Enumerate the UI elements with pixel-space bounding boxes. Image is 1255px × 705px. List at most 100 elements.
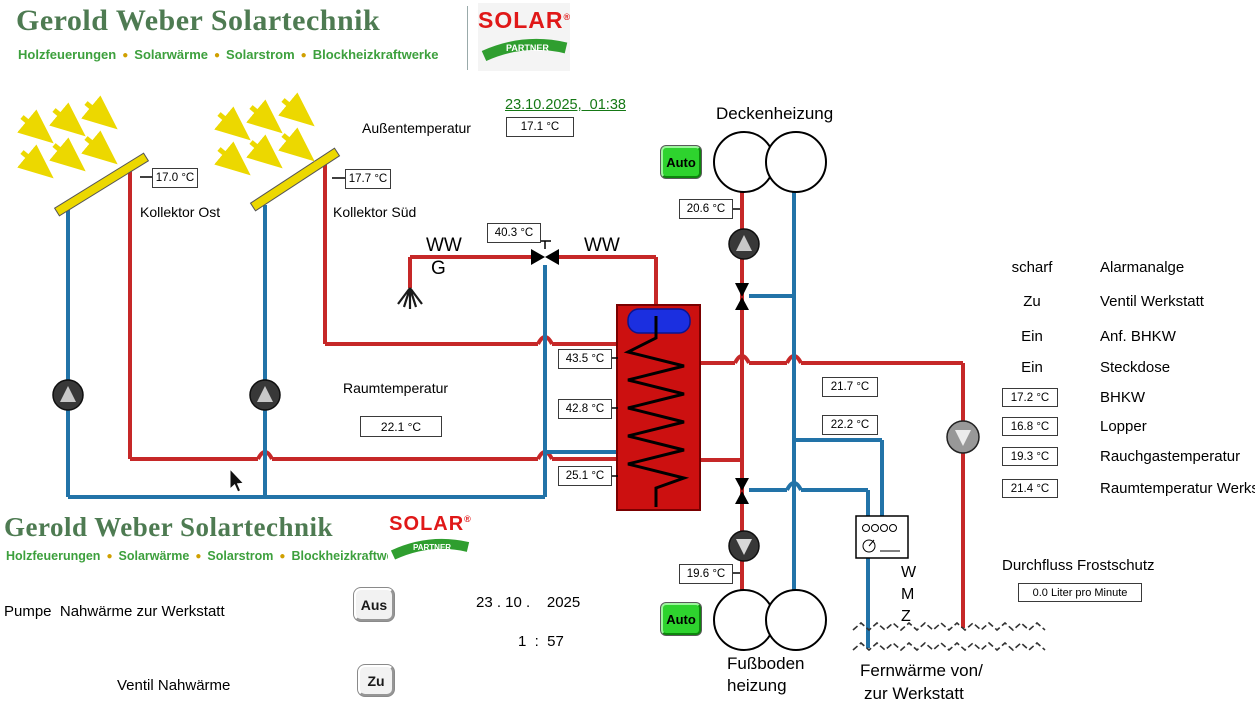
subtitle-item: Solarstrom [207, 549, 274, 563]
frostschutz-label: Durchfluss Frostschutz [1002, 557, 1155, 574]
fernwaerme-label-line2: zur Werkstatt [864, 684, 964, 703]
subtitle-item: Solarstrom [226, 47, 295, 62]
solar-logo-text: SOLAR [389, 513, 465, 535]
tank-temp-top: 43.5 °C [558, 349, 612, 369]
wmz-meter-icon [855, 515, 909, 559]
status-steckdose-label: Steckdose [1100, 359, 1171, 376]
collector-sued-temp: 17.7 °C [345, 169, 391, 189]
deckenheizung-temp: 20.6 °C [679, 199, 733, 219]
header-divider [467, 6, 468, 70]
deckenheizung-auto-button[interactable]: Auto [661, 146, 701, 178]
fussboden-auto-button[interactable]: Auto [661, 603, 701, 635]
ventil-nahwaerme-state-button[interactable]: Zu [358, 665, 394, 696]
bullet-separator: ● [106, 551, 113, 562]
mid-temp-upper: 21.7 °C [822, 377, 878, 397]
bhkw-temp-label: BHKW [1100, 389, 1145, 406]
rauchgas-temp: 19.3 °C [1002, 447, 1058, 466]
bhkw-temp: 17.2 °C [1002, 388, 1058, 407]
mid-temp-lower: 22.2 °C [822, 415, 878, 435]
solar-partner-logo: SOLAR® PARTNER [478, 3, 570, 71]
ww-label-right: WW [584, 235, 620, 256]
pump-deckenheizung-icon [728, 228, 760, 260]
registered-mark: ® [464, 514, 471, 524]
valve-deckenheizung-icon [735, 283, 749, 310]
bullet-separator: ● [122, 50, 129, 61]
subtitle-item: Solarwärme [118, 549, 190, 563]
lopper-temp-label: Lopper [1100, 418, 1147, 435]
pumpe-nahwaerme-state-button[interactable]: Aus [354, 588, 394, 621]
sensor-ticks [140, 176, 740, 574]
brand-title: Gerold Weber Solartechnik [16, 4, 381, 37]
fussboden-label-line2: heizung [727, 676, 787, 695]
valve-ww-icon [531, 249, 559, 265]
subtitle-item: Holzfeuerungen [6, 549, 101, 563]
bottom-date: 23 . 10 . 2025 [476, 594, 581, 611]
collector-sued-panel [249, 147, 341, 212]
fernwaerme-lines [852, 621, 1046, 652]
tank-temp-bottom: 25.1 °C [558, 466, 612, 486]
deckenheizung-label: Deckenheizung [716, 104, 834, 123]
raumtemp-werkstatt: 21.4 °C [1002, 479, 1058, 498]
wmz-letter-w: W [901, 564, 917, 581]
status-alarm-state: scharf [1011, 259, 1053, 276]
heatexchanger-fussboden [713, 589, 827, 651]
cold-piping [66, 192, 884, 648]
footer-brand-title: Gerold Weber Solartechnik [4, 512, 334, 542]
partner-logo-text: PARTNER [506, 43, 549, 53]
pumpe-nahwaerme-label: Pumpe Nahwärme zur Werkstatt [4, 603, 225, 620]
outdoor-temp-label: Außentemperatur [362, 120, 471, 136]
frostschutz-value: 0.0 Liter pro Minute [1018, 583, 1142, 602]
heatexchanger-deckenheizung [713, 131, 827, 193]
fussboden-label-line1: Fußboden [727, 654, 805, 673]
tank-coil [623, 316, 690, 507]
ventil-nahwaerme-label: Ventil Nahwärme [117, 677, 231, 694]
solar-logo-text: SOLAR [478, 7, 564, 33]
collector-sued-label: Kollektor Süd [333, 204, 417, 220]
status-alarm-label: Alarmanalge [1100, 259, 1185, 276]
bottom-time: 1 : 57 [518, 633, 564, 650]
room-temp-label: Raumtemperatur [343, 380, 449, 396]
sun-rays-ost [17, 95, 118, 179]
mouse-cursor [229, 467, 245, 493]
pump-kollektor-sued-icon [249, 379, 281, 411]
room-temp-value: 22.1 °C [360, 416, 442, 437]
pump-kollektor-ost-icon [52, 379, 84, 411]
collector-ost-panel [53, 152, 150, 217]
lopper-temp: 16.8 °C [1002, 417, 1058, 436]
bullet-separator: ● [300, 50, 307, 61]
subtitle-item: Holzfeuerungen [18, 47, 117, 62]
status-ventil-state: Zu [1023, 293, 1041, 310]
partner-logo-text: PARTNER [413, 543, 451, 552]
fussboden-temp: 19.6 °C [679, 564, 733, 584]
sun-rays-sued [214, 92, 315, 176]
fernwaerme-label-line1: Fernwärme von/ [860, 661, 983, 680]
valve-fussboden-icon [735, 478, 749, 504]
status-steckdose-state: Ein [1021, 359, 1043, 376]
logo-swoosh [390, 538, 470, 560]
outdoor-temp-value: 17.1 °C [506, 117, 574, 137]
collector-ost-temp: 17.0 °C [152, 168, 198, 188]
subtitle-item: Blockheizkraftwerke [291, 549, 413, 563]
subtitle-item: Blockheizkraftwerke [312, 47, 439, 62]
pump-fussboden-icon [728, 530, 760, 562]
footer-solar-partner-logo: SOLAR® PARTNER [388, 510, 472, 568]
status-bhkw-label: Anf. BHKW [1100, 328, 1176, 345]
brand-subtitle: Holzfeuerungen●Solarwärme●Solarstrom●Blo… [18, 47, 438, 62]
status-bhkw-state: Ein [1021, 328, 1043, 345]
pump-werkstatt-icon [946, 420, 980, 454]
tank-temp-mid: 42.8 °C [558, 399, 612, 419]
collector-ost-label: Kollektor Ost [140, 204, 221, 220]
wmz-letter-m: M [901, 586, 915, 603]
ww-g-label: G [431, 258, 446, 279]
status-ventil-label: Ventil Werkstatt [1100, 293, 1204, 310]
buffer-tank [612, 304, 701, 511]
rauchgas-temp-label: Rauchgastemperatur [1100, 448, 1241, 465]
tank-cap [627, 308, 691, 334]
subtitle-item: Solarwärme [134, 47, 208, 62]
registered-mark: ® [563, 12, 571, 22]
ground-symbol [397, 287, 423, 309]
hot-piping [128, 160, 965, 628]
wmz-letter-z: Z [901, 608, 911, 625]
